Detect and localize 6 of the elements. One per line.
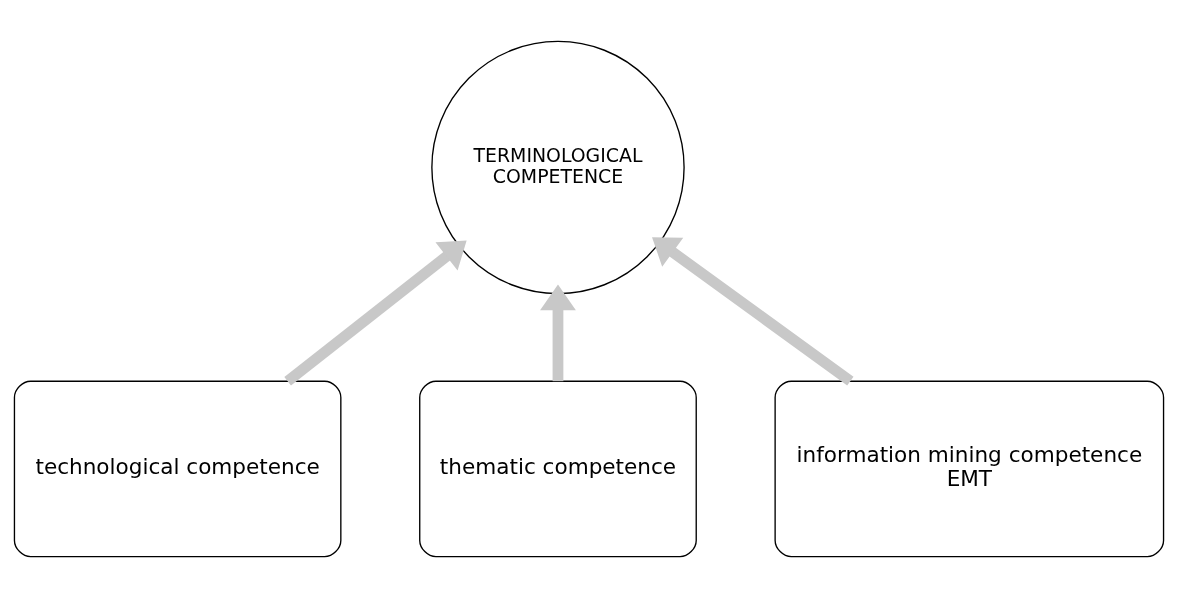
arrow [540, 284, 576, 381]
node-box: technological competence [13, 380, 342, 557]
arrow [652, 236, 854, 386]
node-box: information mining competence EMT [774, 380, 1165, 557]
arrow [284, 240, 467, 385]
node-box: thematic competence [419, 380, 697, 557]
